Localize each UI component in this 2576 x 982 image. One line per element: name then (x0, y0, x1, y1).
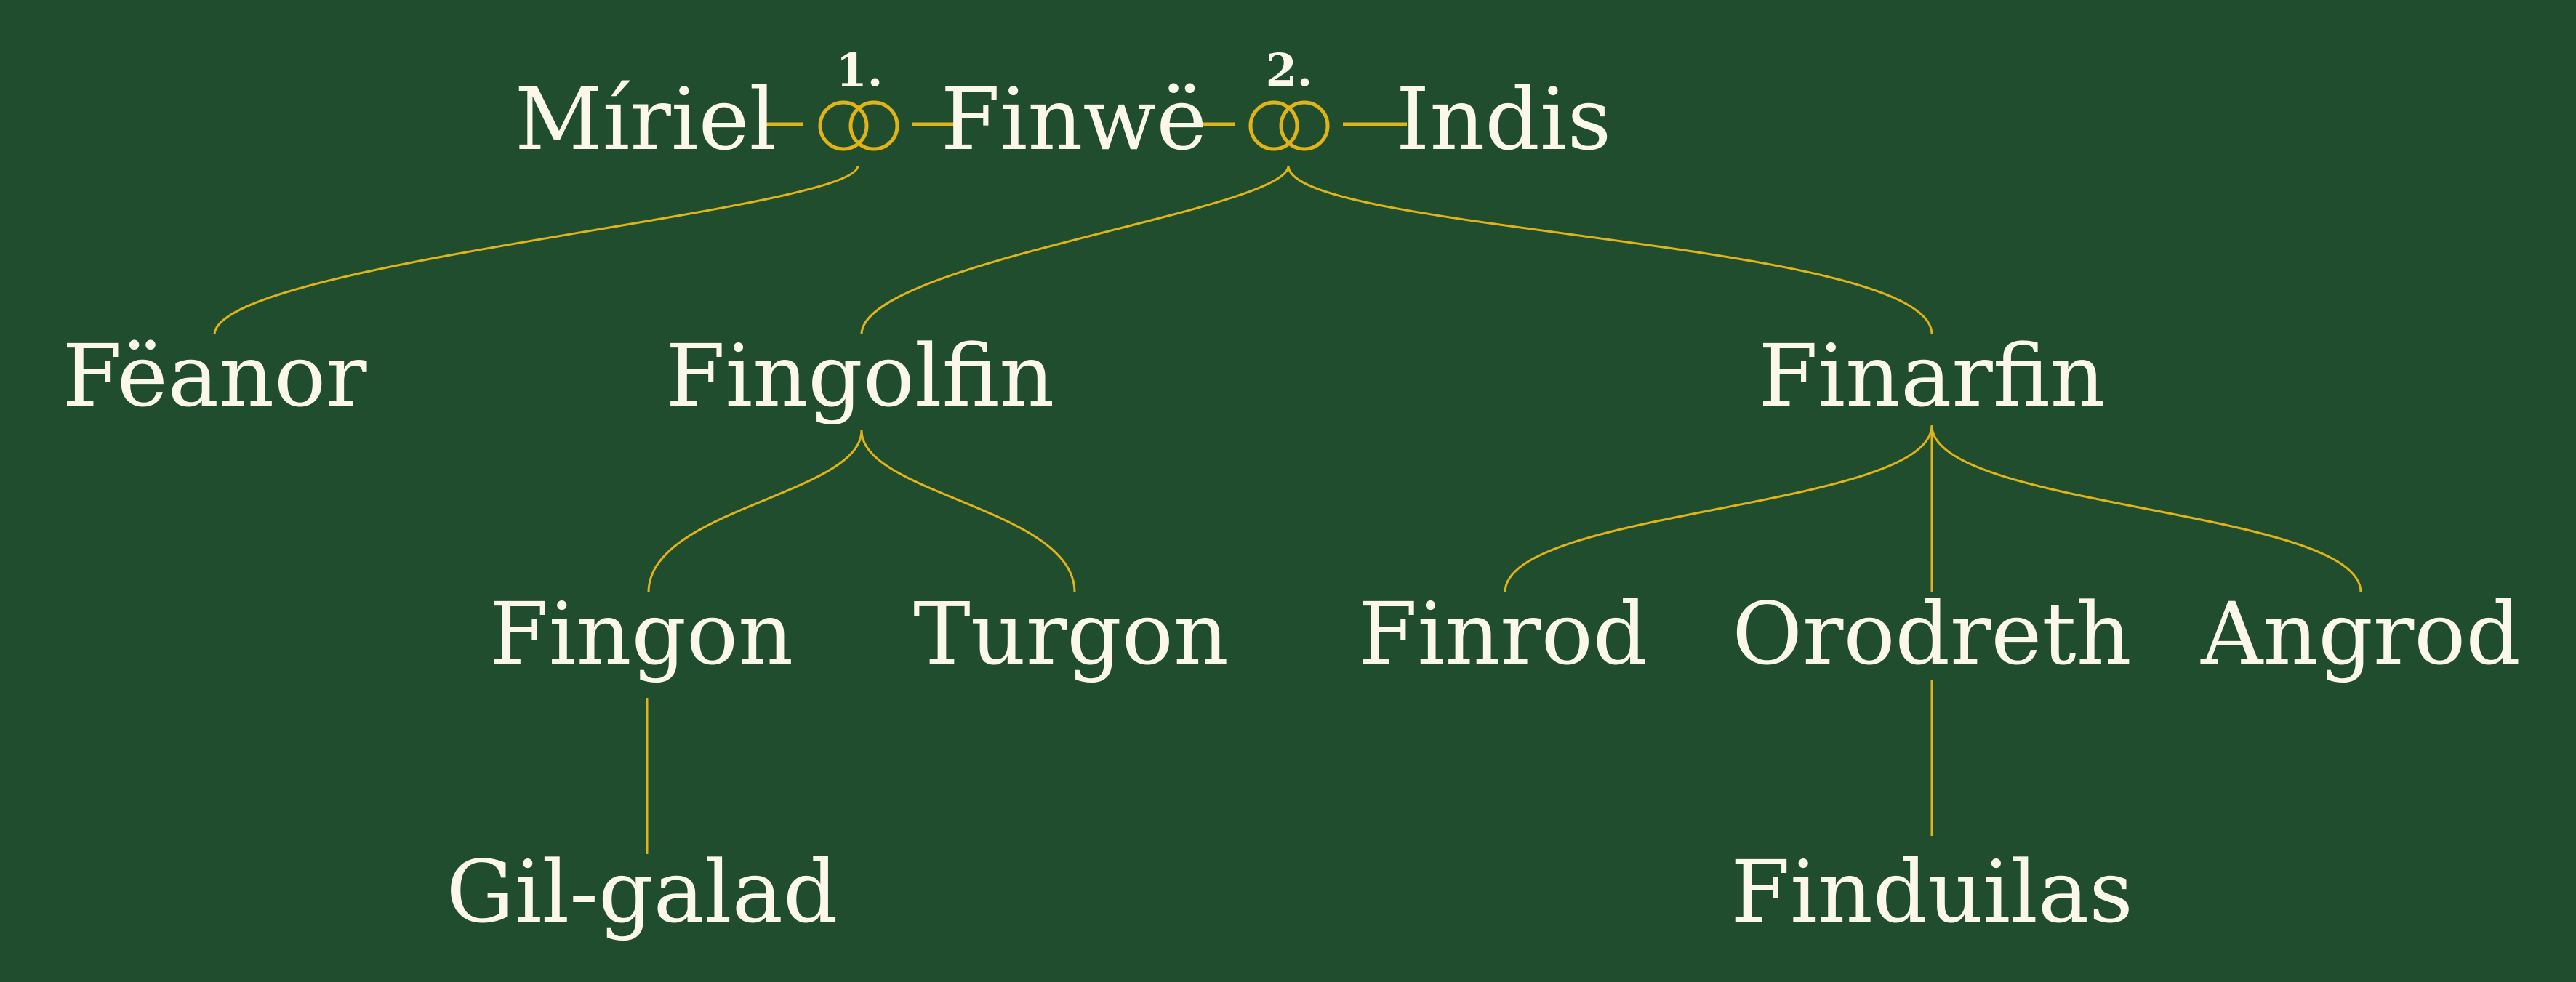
marriage-2-label: 2. (1266, 44, 1313, 97)
marriage-2: 2. (1195, 44, 1407, 151)
person-fingolfin: Fingolfin (666, 326, 1055, 426)
line-finarfin-angrod (1930, 424, 2362, 593)
person-angrod: Angrod (2200, 584, 2521, 684)
person-finarfin: Finarfin (1758, 326, 2105, 426)
person-finwe: Finwë (941, 69, 1207, 169)
line-fingolfin-fingon (647, 430, 863, 593)
person-miriel: Míriel (515, 69, 777, 169)
person-finduilas: Finduilas (1730, 842, 2133, 942)
interlocked-rings-icon (1248, 100, 1330, 151)
tree-connectors (213, 165, 2362, 854)
marriage-1: 1. (763, 44, 956, 151)
person-gil-galad: Gil-galad (446, 842, 838, 942)
marriage-1-label: 1. (836, 44, 883, 97)
person-finrod: Finrod (1358, 584, 1648, 684)
person-fingon: Fingon (489, 584, 793, 684)
person-turgon: Turgon (913, 584, 1229, 684)
line-marriage2-finarfin (1287, 165, 1933, 335)
line-fingolfin-turgon (860, 430, 1076, 593)
person-orodreth: Orodreth (1732, 584, 2131, 684)
person-feanor: Fëanor (62, 326, 367, 426)
person-names: Míriel Finwë Indis Fëanor Fingolfin Fina… (62, 69, 2520, 942)
person-indis: Indis (1396, 69, 1611, 169)
line-marriage2-fingolfin (860, 165, 1290, 335)
line-marriage1-feanor (213, 165, 859, 335)
line-finarfin-finrod (1504, 424, 1933, 593)
interlocked-rings-icon (818, 100, 899, 151)
